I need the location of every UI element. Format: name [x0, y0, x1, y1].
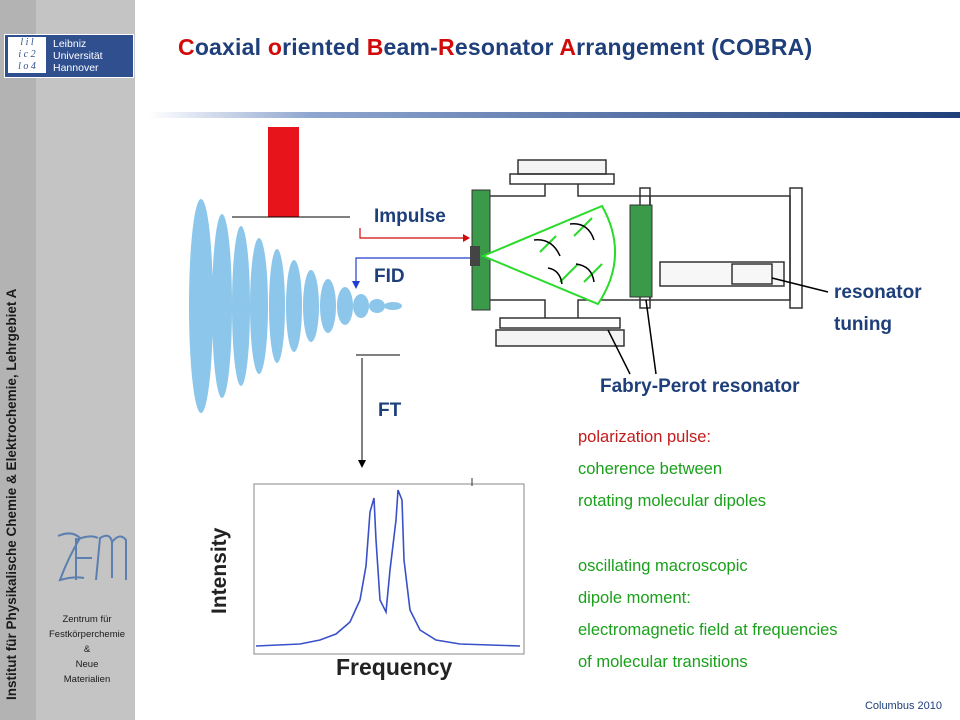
text-line: of molecular transitions [578, 653, 748, 671]
zfm-caption-line: Festkörperchemie [48, 629, 126, 640]
logo-mark-line: l i l [20, 37, 34, 48]
logo-line: Hannover [53, 62, 99, 74]
zfm-caption-line: Zentrum für [62, 614, 112, 625]
title-part: C [178, 34, 195, 60]
spectrum-frame [253, 483, 525, 655]
sidebar-strip [0, 0, 36, 720]
sidebar: Institut für Physikalische Chemie & Elek… [0, 0, 135, 720]
page-title: Coaxial oriented Beam-Resonator Arrangem… [178, 34, 812, 61]
zfm-caption-line: Neue [75, 659, 99, 670]
zfm-logo-icon [57, 532, 127, 582]
fid-label: FID [374, 266, 405, 287]
zfm-caption-line: & [83, 644, 91, 655]
resonator-tuning-label-line2: tuning [834, 314, 893, 335]
arrows [359, 228, 463, 239]
pulse-bar [268, 127, 299, 217]
logo-text: Leibniz Universität Hannover [53, 38, 103, 74]
logo-mark: l i l i c 2 l o 4 [8, 37, 46, 73]
logo-line: Universität [53, 50, 103, 62]
text-line: oscillating macroscopic [578, 557, 748, 575]
leader-lines [607, 277, 829, 375]
text-line: electromagnetic field at frequencies [578, 621, 838, 639]
text-line: polarization pulse: [578, 428, 711, 446]
title-rule [148, 112, 960, 118]
impulse-label: Impulse [374, 206, 446, 227]
fabry-perot-label: Fabry-Perot resonator [600, 376, 800, 397]
logo-line: Leibniz [53, 38, 87, 50]
spectrum-trace [255, 489, 521, 647]
title-part: B [366, 34, 384, 60]
impulse-arrow-icon [359, 228, 463, 239]
title-part: esonator [454, 34, 560, 60]
spectrum-plot [253, 483, 525, 655]
right-mirror [629, 204, 653, 298]
waveguide-left [470, 246, 480, 266]
spectrum-x-label: Frequency [336, 654, 453, 680]
title-part: rrangement (COBRA) [576, 34, 813, 60]
text-line: coherence between [578, 460, 723, 478]
beam-cone [480, 204, 617, 306]
title-part: A [559, 34, 577, 60]
ft-label: FT [378, 400, 402, 421]
logo-mark-line: i c 2 [18, 49, 36, 60]
spectrum-y-label: Intensity [208, 527, 231, 614]
title-part: riented [282, 34, 367, 60]
fid-signal [189, 199, 402, 413]
resonator-tuning-label-line1: resonator [834, 282, 922, 303]
footer-text: Columbus 2010 [864, 700, 942, 712]
zfm-caption: Zentrum für Festkörperchemie & Neue Mate… [38, 612, 136, 687]
dipole-arrows [539, 217, 603, 283]
title-part: o [267, 34, 283, 60]
fid-arrow-icon [355, 257, 470, 283]
logo-mark-line: l o 4 [18, 61, 36, 72]
rotation-arrows [533, 223, 595, 285]
text-line: rotating molecular dipoles [578, 492, 767, 510]
title-part: R [438, 34, 455, 60]
zfm-caption-line: Materialien [63, 674, 111, 685]
text-line: dipole moment: [578, 589, 691, 607]
title-part: oaxial [194, 34, 268, 60]
leibniz-university-logo: l i l i c 2 l o 4 Leibniz Universität Ha… [4, 34, 134, 78]
title-part: eam- [383, 34, 439, 60]
